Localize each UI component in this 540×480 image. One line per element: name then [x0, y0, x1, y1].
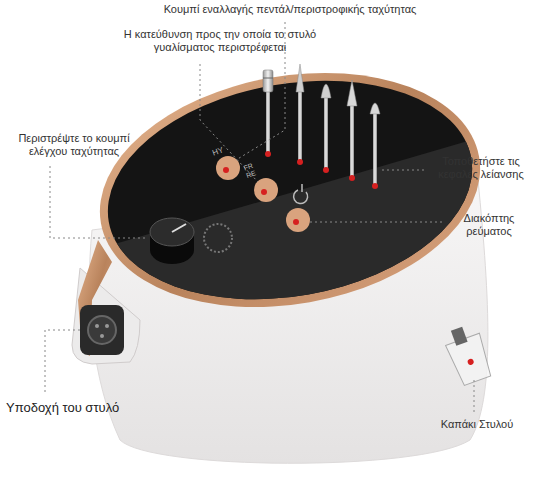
socket-hole: [88, 316, 116, 344]
pen-cap: [441, 322, 494, 387]
power-button: [286, 208, 310, 232]
speed-scale: [204, 224, 232, 252]
callout-label: Περιστρέψτε το κουμπί ελέγχου ταχύτητας: [4, 132, 144, 158]
power-symbol: [294, 184, 308, 203]
callout-label: Διακόπτης ρεύματος: [444, 212, 534, 238]
top-lower-panel: [60, 120, 540, 400]
mode-button: [216, 156, 240, 180]
socket-panel: [80, 305, 124, 355]
leader-lines: [45, 22, 474, 414]
speed-knob: [150, 218, 194, 246]
socket-housing: [72, 268, 140, 364]
callout-label: Η κατεύθυνση προς την οποία το στυλό γυα…: [120, 28, 320, 54]
callout-label: Τοποθετήστε τις κεφαλές λείανσης: [426, 155, 536, 181]
callout-label: Υποδοχή του στυλό: [6, 400, 166, 416]
callout-label: Κουμπί εναλλαγής πεντάλ/περιστροφικής τα…: [150, 3, 430, 16]
grinding-bits: [263, 64, 380, 189]
callout-label: Καπάκι Στυλού: [420, 418, 534, 431]
